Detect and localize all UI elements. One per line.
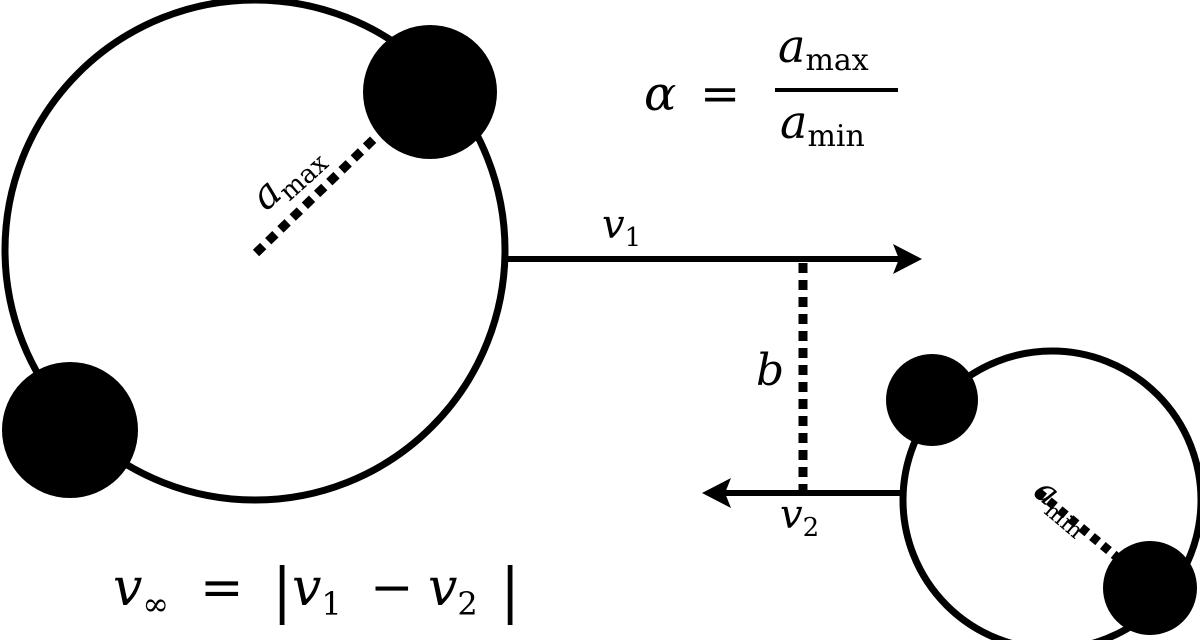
alpha-numerator: amax [778,19,869,78]
v2-label: v2 [780,492,819,543]
v-infinity-term1: v1 [292,558,342,623]
velocity-v2-arrow [702,478,903,508]
v-infinity-formula: v∞ = | v1 − v2 | [113,556,520,626]
v1-arrowhead [893,244,922,274]
wide-binary-orbit [1,0,509,504]
a-max-label: amax [242,132,335,223]
tight-binary-star-upper [886,354,978,446]
alpha-formula: α = amax amin [644,19,898,154]
v-infinity-bar-close: | [500,556,520,626]
v-infinity-equals: = [200,558,244,618]
tight-binary: amin [886,347,1200,640]
v-infinity-bar-open: | [272,556,292,626]
v2-arrowhead [702,478,731,508]
tight-binary-orbit [899,347,1200,640]
tight-binary-star-lower [1103,541,1197,635]
v-infinity-term2: v2 [428,558,478,623]
wide-binary-star-upper [363,25,497,159]
b-label: b [756,345,784,396]
alpha-lhs: α [644,66,676,122]
a-min-separation-line [1035,488,1121,562]
wide-binary: amax [1,0,509,504]
a-min-label: amin [1024,470,1100,544]
v1-label: v1 [602,202,641,253]
a-max-separation-line [252,131,382,257]
v-infinity-minus: − [370,558,414,618]
alpha-denominator: amin [780,95,865,154]
velocity-v1-arrow [505,244,922,274]
v-infinity-lhs: v∞ [113,558,169,623]
wide-binary-star-lower [2,362,138,498]
alpha-equals: = [700,66,740,122]
